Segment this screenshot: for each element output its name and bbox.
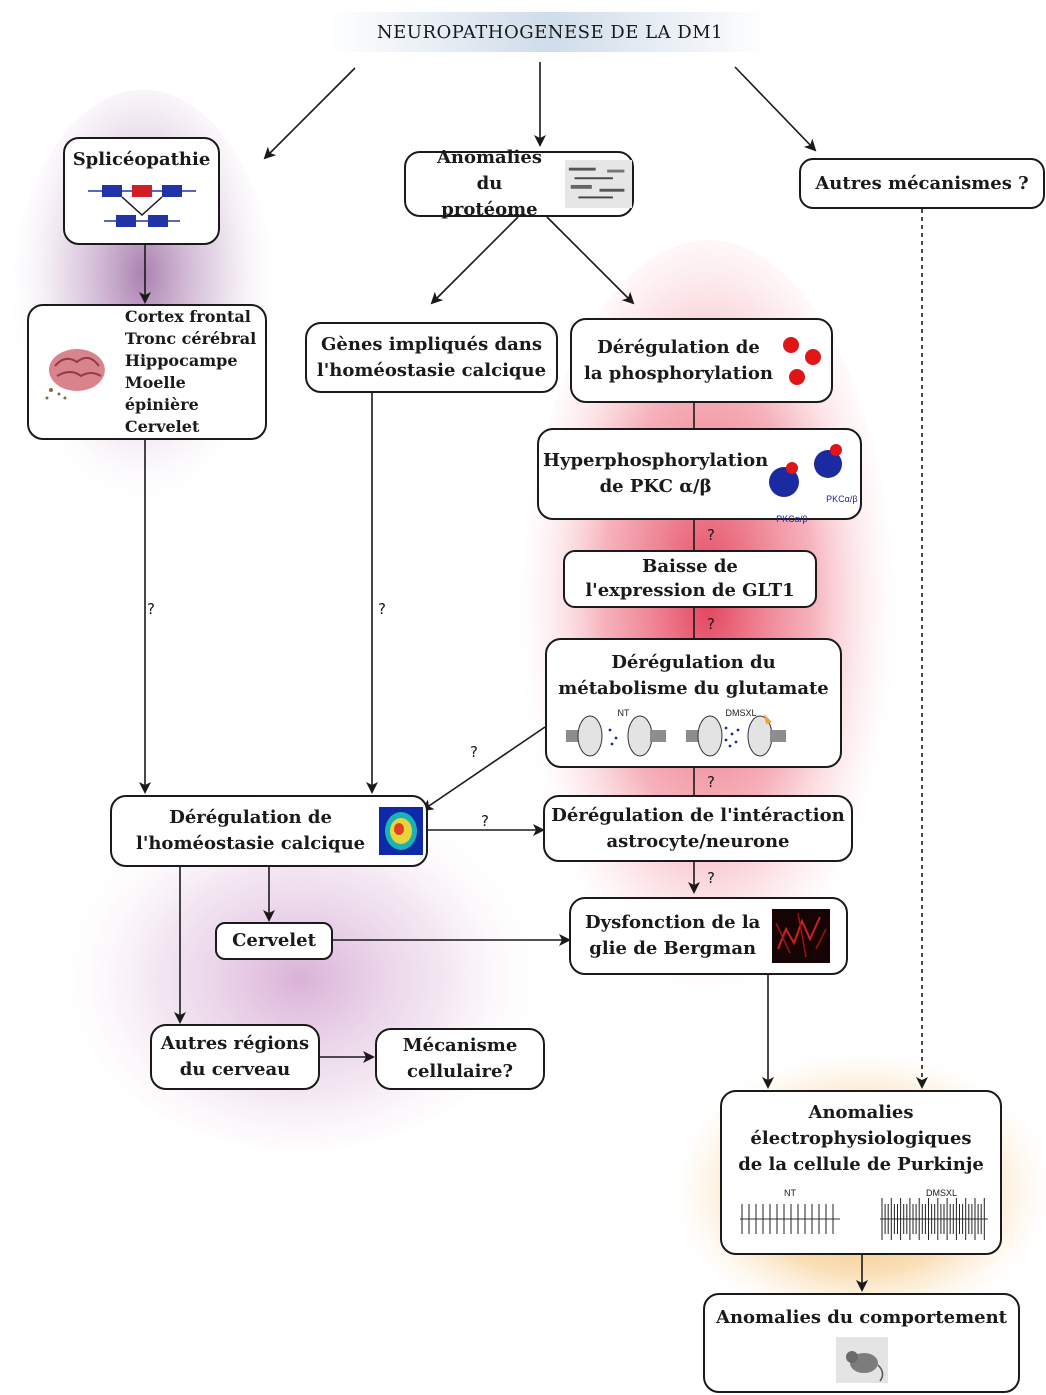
arrow-proteome-to-phospho — [546, 216, 635, 305]
genes-line-2: l'homéostasie calcique — [316, 359, 547, 381]
synapse-icon — [565, 714, 786, 757]
electro-dmsxl-label: DMSXL — [926, 1188, 958, 1198]
autres-regions-line-1: Autres régions — [160, 1033, 310, 1054]
mecanisme-line-2: cellulaire? — [407, 1061, 513, 1082]
dereg-phospho-box: Dérégulation de la phosphorylation — [570, 318, 833, 403]
glut-dmsxl-label: DMSXL — [725, 708, 757, 718]
proteome-line-2: du protéome — [441, 173, 538, 220]
region-1: Cortex frontal — [124, 307, 251, 326]
question-homeo-to-interaction: ? — [481, 812, 489, 830]
arrow-glut-to-homeostasie — [421, 726, 546, 812]
genes-line-1: Gènes impliqués dans — [321, 333, 542, 355]
homeo-line-2: l'homéostasie calcique — [136, 833, 366, 854]
question-glut-to-interaction: ? — [707, 773, 715, 791]
arrow-proteome-to-genes — [430, 216, 519, 305]
glie-line-2: glie de Bergman — [589, 938, 757, 959]
hyper-line-1: Hyperphosphorylation — [543, 450, 769, 471]
autres-mecanismes-box: Autres mécanismes ? — [799, 158, 1045, 209]
electro-nt-label: NT — [784, 1188, 796, 1198]
phospho-line-2: la phosphorylation — [584, 362, 773, 384]
cervelet-label: Cervelet — [232, 930, 316, 951]
cervelet-box: Cervelet — [215, 922, 333, 960]
region-5: Cervelet — [124, 417, 200, 436]
spike-trains-icon — [740, 1198, 988, 1240]
spliceopathie-label: Splicéopathie — [72, 149, 211, 170]
question-left: ? — [147, 600, 155, 618]
question-glut-to-homeo: ? — [470, 743, 478, 761]
mecanisme-line-1: Mécanisme — [402, 1035, 518, 1056]
baisse-glt1-box: Baisse de l'expression de GLT1 — [563, 550, 817, 608]
mouse-image — [835, 1337, 888, 1383]
exon-splicing-icon — [87, 185, 196, 227]
interaction-line-2: astrocyte/neurone — [606, 830, 790, 852]
glt1-line-1: Baisse de — [642, 556, 738, 577]
autres-regions-line-2: du cerveau — [179, 1059, 291, 1080]
anomalies-electro-box: Anomalies électrophysiologiques de la ce… — [720, 1090, 1002, 1255]
proteome-line-1: Anomalies — [436, 147, 542, 168]
question-baisse-to-glut: ? — [707, 615, 715, 633]
autres-regions-box: Autres régions du cerveau — [150, 1024, 320, 1090]
anomalies-proteome-box: Anomalies du protéome — [404, 147, 634, 220]
phospho-line-1: Dérégulation de — [597, 336, 760, 358]
question-hyper-to-baisse: ? — [707, 526, 715, 544]
glut-line-2: métabolisme du glutamate — [558, 678, 829, 699]
homeo-line-1: Dérégulation de — [169, 807, 332, 828]
brain-regions-box: Cortex frontal Tronc cérébral Hippocampe… — [27, 304, 267, 440]
question-interaction-to-dysfonction: ? — [707, 869, 715, 887]
arrow-title-to-autres — [734, 66, 817, 152]
glut-line-1: Dérégulation du — [611, 652, 776, 673]
pkc-proteins-icon — [769, 444, 843, 497]
region-4: Moelle épinière — [124, 373, 199, 414]
diagram-title: NEUROPATHOGENESE DE LA DM1 — [330, 12, 770, 52]
phosphate-dots-icon — [782, 336, 821, 385]
proteome-gel-image — [564, 160, 632, 208]
autres-mecanismes-label: Autres mécanismes ? — [815, 172, 1029, 194]
dereg-glutamate-box: Dérégulation du métabolisme du glutamate… — [545, 638, 842, 768]
arrow-title-to-spliceopathie — [263, 67, 356, 160]
region-2: Tronc cérébral — [124, 329, 257, 348]
interaction-line-1: Dérégulation de l'intéraction — [551, 804, 845, 826]
glt1-line-2: l'expression de GLT1 — [585, 580, 795, 601]
bergman-glia-image — [772, 909, 831, 963]
pkc-label-2: PKCα/β — [826, 494, 858, 504]
mecanisme-cellulaire-box: Mécanisme cellulaire? — [375, 1028, 545, 1090]
pkc-label-1: PKCα/β — [776, 514, 808, 524]
dysfonction-glie-box: Dysfonction de la glie de Bergman — [569, 897, 848, 975]
electro-line-3: de la cellule de Purkinje — [738, 1154, 984, 1175]
anomalies-comportement-box: Anomalies du comportement — [703, 1293, 1020, 1393]
dereg-homeostasie-box: Dérégulation de l'homéostasie calcique — [110, 795, 428, 867]
hyper-line-2: de PKC α/β — [599, 476, 712, 497]
brain-icon — [45, 349, 105, 400]
dereg-interaction-box: Dérégulation de l'intéraction astrocyte/… — [543, 795, 853, 862]
calcium-imaging-icon — [379, 807, 424, 855]
hyperphospho-box: Hyperphosphorylation de PKC α/β PKCα/β P… — [537, 428, 862, 524]
question-middle: ? — [378, 600, 386, 618]
glie-line-1: Dysfonction de la — [585, 912, 761, 933]
region-3: Hippocampe — [124, 351, 238, 370]
glut-nt-label: NT — [617, 708, 630, 718]
electro-line-1: Anomalies — [808, 1102, 914, 1123]
comportement-label: Anomalies du comportement — [716, 1307, 1007, 1328]
electro-line-2: électrophysiologiques — [750, 1128, 972, 1149]
genes-calcique-box: Gènes impliqués dans l'homéostasie calci… — [305, 322, 558, 393]
spliceopathie-box: Splicéopathie — [63, 137, 220, 245]
